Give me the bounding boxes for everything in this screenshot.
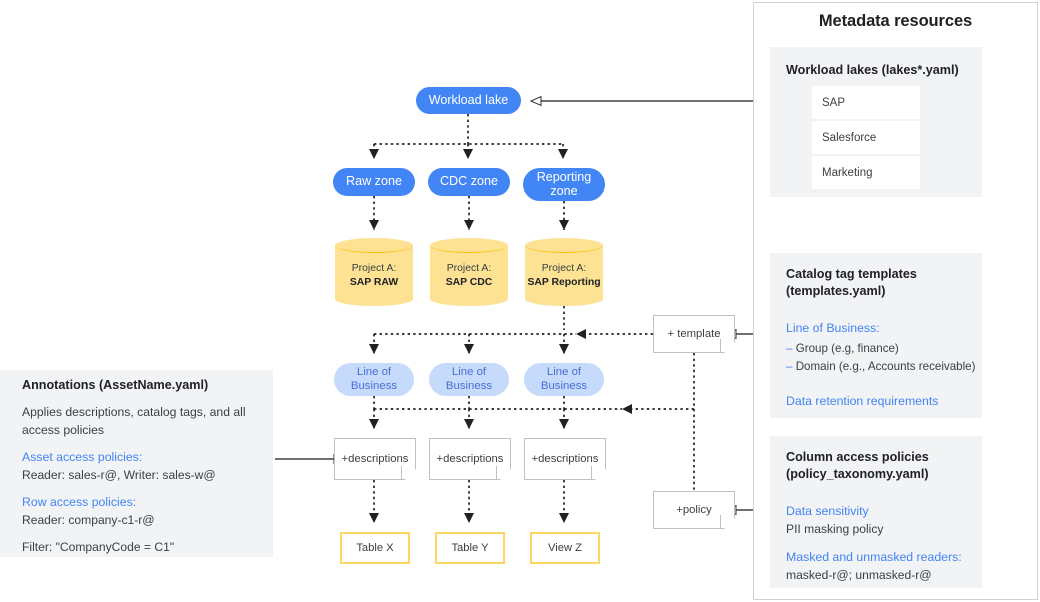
masked-readers-value: masked-r@; unmasked-r@ — [786, 568, 932, 582]
data-sensitivity-label: Data sensitivity — [786, 504, 869, 518]
metadata-panel-title: Metadata resources — [818, 12, 973, 30]
node-line-of-business-3[interactable]: Line of Business — [524, 363, 604, 396]
node-workload-lake[interactable]: Workload lake — [416, 87, 521, 114]
annotations-title: Annotations (AssetName.yaml) — [22, 378, 209, 392]
bullet-dash: – — [786, 342, 793, 355]
asset-access-policies-label: Asset access policies: — [22, 450, 143, 464]
bullet-dash: – — [786, 360, 793, 373]
catalog-tag-templates-card — [770, 253, 982, 418]
note-descriptions-2[interactable]: +descriptions — [429, 438, 511, 480]
cylinder-label: Project A: SAP RAW — [335, 252, 413, 300]
data-retention-label: Data retention requirements — [786, 394, 939, 408]
node-view-z[interactable]: View Z — [530, 532, 600, 564]
row-access-policies-value: Reader: company-c1-r@ — [22, 513, 155, 527]
project-line2: SAP CDC — [445, 277, 493, 288]
line-of-business-label: Line of Business: — [786, 321, 880, 335]
cylinder-top — [335, 238, 413, 253]
catalog-tag-templates-heading: Catalog tag templates (templates.yaml) — [786, 267, 917, 298]
node-line-of-business-2[interactable]: Line of Business — [429, 363, 509, 396]
cylinder-label: Project A: SAP Reporting — [525, 252, 603, 300]
column-access-policies-card — [770, 436, 982, 588]
project-line2: SAP RAW — [349, 277, 399, 288]
cylinder-label: Project A: SAP CDC — [430, 252, 508, 300]
node-reporting-zone[interactable]: Reporting zone — [523, 168, 605, 201]
cylinder-top — [525, 238, 603, 253]
note-descriptions-3[interactable]: +descriptions — [524, 438, 606, 480]
pii-masking-policy-value: PII masking policy — [786, 522, 884, 536]
lake-item-salesforce[interactable]: Salesforce — [812, 121, 920, 154]
annotations-card — [0, 370, 273, 557]
annotations-description: Applies descriptions, catalog tags, and … — [22, 405, 246, 437]
cylinder-body — [525, 245, 603, 299]
row-filter-value: Filter: "CompanyCode = C1" — [22, 540, 175, 554]
lake-item-marketing[interactable]: Marketing — [812, 156, 920, 189]
cylinder-body — [335, 245, 413, 299]
lake-item-sap[interactable]: SAP — [812, 86, 920, 119]
column-access-policies-heading: Column access policies (policy_taxonomy.… — [786, 450, 929, 481]
node-table-x[interactable]: Table X — [340, 532, 410, 564]
template-bullet-domain-text: Domain (e.g., Accounts receivable) — [795, 360, 976, 373]
workload-lakes-heading: Workload lakes (lakes*.yaml) — [786, 63, 959, 77]
project-line1: Project A: — [446, 262, 492, 274]
template-bullet-group-text: Group (e.g, finance) — [795, 342, 899, 355]
project-line1: Project A: — [351, 262, 397, 274]
note-descriptions-1[interactable]: +descriptions — [334, 438, 416, 480]
node-line-of-business-1[interactable]: Line of Business — [334, 363, 414, 396]
node-table-y[interactable]: Table Y — [435, 532, 505, 564]
template-bullet-domain: – Domain (e.g., Accounts receivable) — [786, 360, 975, 373]
project-line2: SAP Reporting — [527, 277, 601, 288]
row-access-policies-label: Row access policies: — [22, 495, 137, 509]
template-bullet-group: – Group (e.g, finance) — [786, 342, 899, 355]
note-add-policy[interactable]: +policy — [653, 491, 735, 529]
node-cdc-zone[interactable]: CDC zone — [428, 168, 510, 196]
node-project-sap-cdc[interactable]: Project A: SAP CDC — [430, 238, 508, 306]
cylinder-top — [430, 238, 508, 253]
node-raw-zone[interactable]: Raw zone — [333, 168, 415, 196]
project-line1: Project A: — [541, 262, 587, 274]
cylinder-body — [430, 245, 508, 299]
node-project-sap-reporting[interactable]: Project A: SAP Reporting — [525, 238, 603, 306]
masked-readers-label: Masked and unmasked readers: — [786, 550, 962, 564]
asset-access-policies-value: Reader: sales-r@, Writer: sales-w@ — [22, 468, 216, 482]
node-project-sap-raw[interactable]: Project A: SAP RAW — [335, 238, 413, 306]
note-add-template[interactable]: + template — [653, 315, 735, 353]
